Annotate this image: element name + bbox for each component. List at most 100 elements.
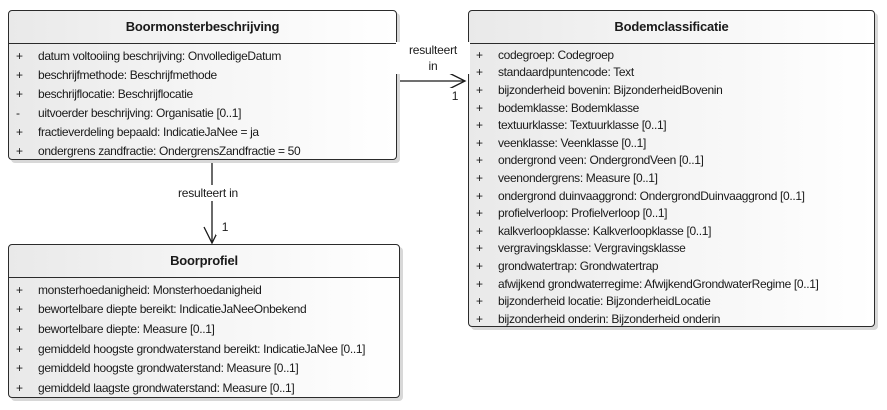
attribute-row: + bodemklasse: Bodemklasse: [469, 99, 874, 117]
visibility-marker: +: [16, 282, 23, 297]
attribute-row: + datum voltooiing beschrijving: Onvolled…: [9, 46, 396, 65]
attribute-text: standaardpuntencode: Text: [498, 65, 634, 80]
open-arrowhead-right-icon: [448, 72, 467, 90]
class-title: Boormonsterbeschrijving: [9, 11, 396, 44]
attribute-row: + veenondergrens: Measure [0..1]: [469, 169, 874, 187]
attribute-text: bijzonderheid onderin: Bijzonderheid ond…: [498, 311, 721, 326]
attribute-row: + gemiddeld hoogste grondwaterstand berei…: [9, 339, 399, 359]
attribute-text: bijzonderheid bovenin: BijzonderheidBove…: [498, 82, 723, 97]
visibility-marker: +: [16, 143, 23, 158]
attribute-row: + kalkverloopklasse: Kalkverloopklasse [0…: [469, 222, 874, 240]
attribute-row: + ondergrens zandfractie: OndergrensZandf…: [9, 141, 396, 160]
connector-resulteert-in-bodemclassificatie[interactable]: [397, 72, 467, 90]
visibility-marker: +: [16, 380, 23, 395]
visibility-marker: +: [16, 86, 23, 101]
attribute-text: profielverloop: Profielverloop [0..1]: [498, 206, 668, 221]
class-title: Bodemclassificatie: [469, 11, 874, 44]
attribute-text: veenklasse: Veenklasse [0..1]: [498, 135, 646, 150]
attribute-row: + beschrijfmethode: Beschrijfmethode: [9, 65, 396, 84]
visibility-marker: +: [476, 241, 483, 256]
attribute-text: afwijkend grondwaterregime: AfwijkendGro…: [498, 276, 819, 291]
attribute-text: monsterhoedanigheid: Monsterhoedanigheid: [38, 282, 262, 297]
attribute-text: ondergrens zandfractie: OndergrensZandfr…: [38, 143, 301, 158]
visibility-marker: +: [16, 341, 23, 356]
attribute-row: + grondwatertrap: Grondwatertrap: [469, 257, 874, 275]
attribute-text: bijzonderheid locatie: BijzonderheidLoca…: [498, 294, 711, 309]
attribute-row: + bewortelbare diepte bereikt: IndicatieJ…: [9, 300, 399, 320]
attributes-compartment: + monsterhoedanigheid: Monsterhoedanighei…: [9, 278, 399, 398]
visibility-marker: +: [476, 311, 483, 326]
attribute-text: veenondergrens: Measure [0..1]: [498, 170, 658, 185]
attribute-row: + bijzonderheid onderin: Bijzonderheid on…: [469, 310, 874, 328]
attribute-row: + gemiddeld laagste grondwaterstand: Meas…: [9, 378, 399, 398]
attribute-row: + bewortelbare diepte: Measure [0..1]: [9, 319, 399, 339]
attribute-row: + vergravingsklasse: Vergravingsklasse: [469, 240, 874, 258]
visibility-marker: +: [476, 118, 483, 133]
visibility-marker: +: [476, 188, 483, 203]
class-boormonsterbeschrijving[interactable]: Boormonsterbeschrijving + datum voltooiin…: [8, 10, 397, 160]
attribute-row: + textuurklasse: Textuurklasse [0..1]: [469, 116, 874, 134]
visibility-marker: +: [16, 361, 23, 376]
attribute-row: + gemiddeld hoogste grondwaterstand: Meas…: [9, 358, 399, 378]
attribute-row: + profielverloop: Profielverloop [0..1]: [469, 204, 874, 222]
attribute-text: codegroep: Codegroep: [498, 47, 614, 62]
visibility-marker: +: [476, 258, 483, 273]
attribute-text: beschrijfmethode: Beschrijfmethode: [38, 67, 217, 82]
connector-label-resulteert-in: resulteert in: [396, 42, 470, 74]
visibility-marker: -: [16, 105, 20, 120]
attribute-text: datum voltooiing beschrijving: Onvolledi…: [38, 48, 282, 63]
attribute-text: bewortelbare diepte: Measure [0..1]: [38, 321, 215, 336]
attributes-compartment: + datum voltooiing beschrijving: Onvolled…: [9, 44, 396, 160]
attribute-row: + bijzonderheid locatie: BijzonderheidLoc…: [469, 292, 874, 310]
attribute-text: grondwatertrap: Grondwatertrap: [498, 258, 659, 273]
multiplicity-boorprofiel: 1: [216, 219, 234, 235]
attribute-text: bewortelbare diepte bereikt: IndicatieJa…: [38, 302, 307, 317]
class-title: Boorprofiel: [9, 245, 399, 278]
visibility-marker: +: [476, 100, 483, 115]
attribute-text: uitvoerder beschrijving: Organisatie [0.…: [38, 105, 242, 120]
class-boorprofiel[interactable]: Boorprofiel + monsterhoedanigheid: Monste…: [8, 244, 400, 398]
visibility-marker: +: [476, 135, 483, 150]
attributes-compartment: + codegroep: Codegroep + standaardpuntenco…: [469, 44, 874, 328]
connector-label-line2: in: [428, 59, 438, 73]
attribute-text: bodemklasse: Bodemklasse: [498, 100, 640, 115]
visibility-marker: +: [16, 321, 23, 336]
attribute-text: beschrijflocatie: Beschrijflocatie: [38, 86, 193, 101]
attribute-row: + afwijkend grondwaterregime: AfwijkendGr…: [469, 275, 874, 293]
visibility-marker: +: [476, 153, 483, 168]
visibility-marker: +: [16, 48, 23, 63]
attribute-text: kalkverloopklasse: Kalkverloopklasse [0.…: [498, 223, 712, 238]
attribute-row: + veenklasse: Veenklasse [0..1]: [469, 134, 874, 152]
attribute-row: + ondergrond duinvaaggrond: OndergrondDui…: [469, 187, 874, 205]
attribute-text: ondergrond duinvaaggrond: OndergrondDuin…: [498, 188, 805, 203]
visibility-marker: +: [16, 302, 23, 317]
attribute-text: gemiddeld hoogste grondwaterstand: Measu…: [38, 361, 299, 376]
multiplicity-bodemclassificatie: 1: [446, 88, 464, 104]
visibility-marker: +: [476, 276, 483, 291]
attribute-text: textuurklasse: Textuurklasse [0..1]: [498, 118, 667, 133]
visibility-marker: +: [476, 47, 483, 62]
connector-label-line1: resulteert: [408, 43, 458, 57]
attribute-row: + fractieverdeling bepaald: IndicatieJaNe…: [9, 122, 396, 141]
visibility-marker: +: [16, 67, 23, 82]
visibility-marker: +: [476, 65, 483, 80]
visibility-marker: +: [476, 223, 483, 238]
attribute-row: + ondergrond veen: OndergrondVeen [0..1]: [469, 152, 874, 170]
attribute-text: fractieverdeling bepaald: IndicatieJaNee…: [38, 124, 259, 139]
attribute-text: gemiddeld laagste grondwaterstand: Measu…: [38, 380, 295, 395]
attribute-row: + monsterhoedanigheid: Monsterhoedanighei…: [9, 280, 399, 300]
visibility-marker: +: [476, 294, 483, 309]
visibility-marker: +: [16, 124, 23, 139]
attribute-text: gemiddeld hoogste grondwaterstand bereik…: [38, 341, 366, 356]
attribute-row: + standaardpuntencode: Text: [469, 64, 874, 82]
visibility-marker: +: [476, 170, 483, 185]
attribute-row: + beschrijflocatie: Beschrijflocatie: [9, 84, 396, 103]
attribute-row: - uitvoerder beschrijving: Organisatie [0…: [9, 103, 396, 122]
class-bodemclassificatie[interactable]: Bodemclassificatie + codegroep: Codegroep…: [468, 10, 875, 327]
attribute-text: ondergrond veen: OndergrondVeen [0..1]: [498, 153, 704, 168]
visibility-marker: +: [476, 82, 483, 97]
attribute-text: vergravingsklasse: Vergravingsklasse: [498, 241, 686, 256]
visibility-marker: +: [476, 206, 483, 221]
attribute-row: + codegroep: Codegroep: [469, 46, 874, 64]
